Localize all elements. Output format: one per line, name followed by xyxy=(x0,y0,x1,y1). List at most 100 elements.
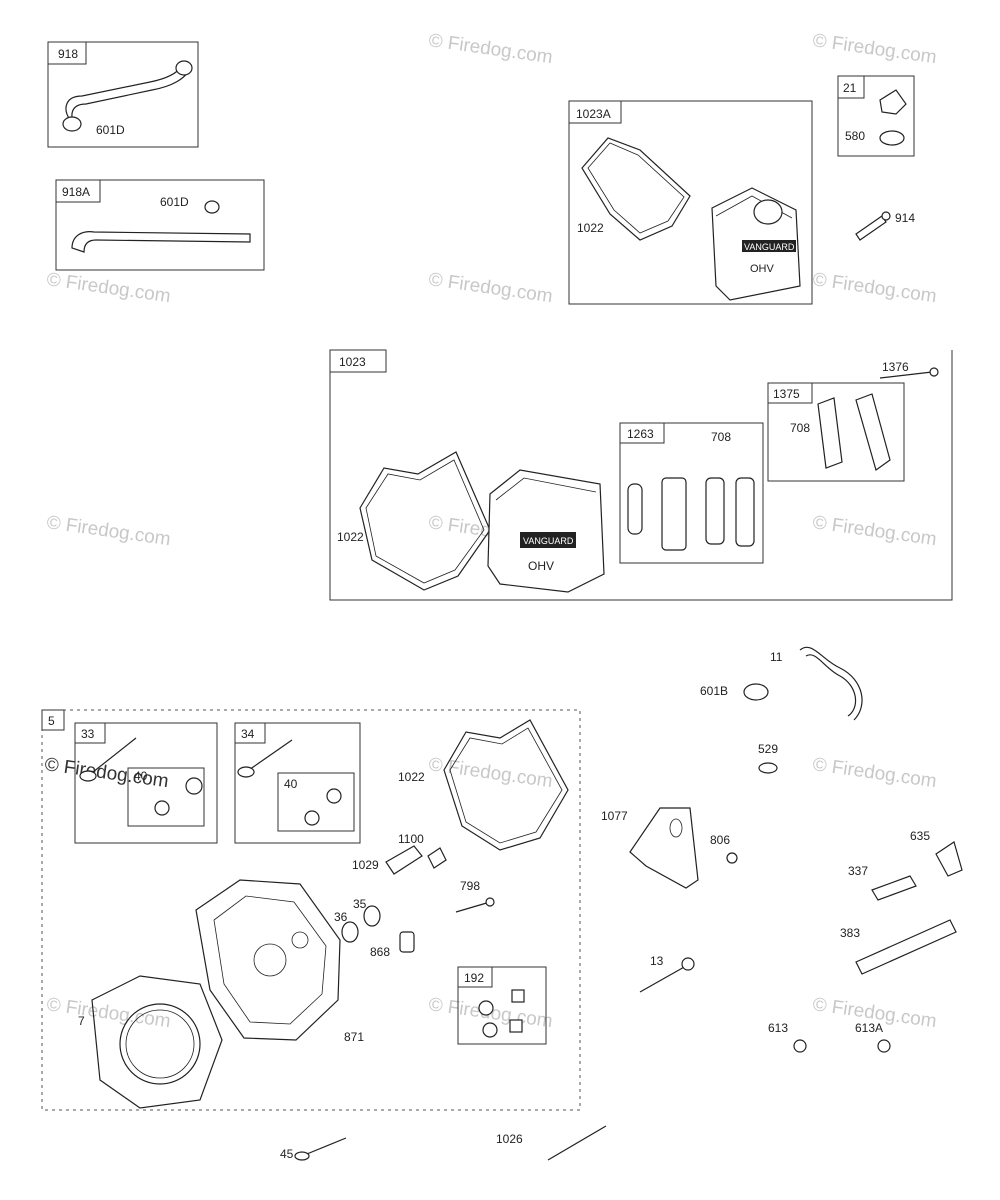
spark-plug-boot xyxy=(935,841,963,877)
rocker-nut xyxy=(427,847,447,869)
cover-brand: VANGUARD xyxy=(523,536,574,546)
gasket xyxy=(817,397,843,469)
part-1077[interactable]: 1077 xyxy=(601,807,699,889)
breather-tube xyxy=(65,65,183,121)
watermark: © Firedog.com xyxy=(811,512,938,550)
gasket xyxy=(735,477,755,547)
valve-retainer xyxy=(326,788,342,804)
group-192-label: 192 xyxy=(464,971,484,985)
label-613A: 613A xyxy=(855,1021,883,1035)
label-1029: 1029 xyxy=(352,858,379,872)
part-601B[interactable]: 601B xyxy=(700,683,769,701)
label-1022: 1022 xyxy=(337,530,364,544)
group-918A[interactable]: 918A 601D xyxy=(55,179,265,271)
cover-ohv: OHV xyxy=(750,263,775,275)
label-914: 914 xyxy=(895,211,915,225)
screw xyxy=(793,1039,807,1053)
watermark: © Firedog.com xyxy=(427,269,554,307)
spark-plug xyxy=(871,875,917,901)
bolt xyxy=(879,371,933,379)
group-33[interactable]: 33 40 xyxy=(74,722,218,844)
screw xyxy=(855,215,887,241)
part-529[interactable]: 529 xyxy=(758,742,778,774)
watermark: © Firedog.com xyxy=(45,512,172,550)
part-914[interactable]: 914 xyxy=(855,211,915,241)
group-918[interactable]: 918 601D xyxy=(47,41,199,148)
group-1263-label: 1263 xyxy=(627,427,654,441)
grommet xyxy=(758,762,778,774)
group-1375-label: 1375 xyxy=(773,387,800,401)
label-806: 806 xyxy=(710,833,730,847)
seal xyxy=(627,483,643,535)
group-33-label: 33 xyxy=(81,727,95,741)
group-918A-label: 918A xyxy=(62,185,90,199)
head-bolt xyxy=(639,965,687,993)
seal xyxy=(478,1000,494,1016)
label-1022: 1022 xyxy=(577,221,604,235)
group-1263[interactable]: 1263 708 xyxy=(619,422,764,564)
label-798: 798 xyxy=(460,879,480,893)
group-1023[interactable]: 1023 1022 VANGUARD OHV 1376 xyxy=(329,349,953,601)
label-7: 7 xyxy=(78,1014,85,1028)
valve-retainer xyxy=(185,777,203,795)
group-40-label: 40 xyxy=(284,777,298,791)
watermark: © Firedog.com xyxy=(811,754,938,792)
label-529: 529 xyxy=(758,742,778,756)
valve-spring xyxy=(341,921,359,943)
label-1376: 1376 xyxy=(882,360,909,374)
breather-plate xyxy=(855,393,891,471)
group-5[interactable]: 5 33 40 34 40 1022 xyxy=(41,709,581,1111)
valve-cover xyxy=(487,469,605,593)
hose-clamp xyxy=(743,683,769,701)
label-13: 13 xyxy=(650,954,664,968)
part-383[interactable]: 383 xyxy=(840,919,957,975)
label-635: 635 xyxy=(910,829,930,843)
part-1026[interactable]: 1026 xyxy=(496,1125,607,1161)
group-21[interactable]: 21 580 xyxy=(837,75,915,157)
group-1023-label: 1023 xyxy=(339,355,366,369)
label-868: 868 xyxy=(370,945,390,959)
intake-valve xyxy=(87,737,137,777)
part-613[interactable]: 613 xyxy=(768,1021,807,1053)
watermark: © Firedog.com xyxy=(811,269,938,307)
label-1026: 1026 xyxy=(496,1132,523,1146)
oil-fill-cap xyxy=(879,89,907,115)
label-708: 708 xyxy=(711,430,731,444)
bracket xyxy=(629,807,699,889)
watermark: © Firedog.com xyxy=(811,30,938,68)
label-35: 35 xyxy=(353,897,367,911)
part-613A[interactable]: 613A xyxy=(855,1021,891,1053)
group-34-label: 34 xyxy=(241,727,255,741)
group-192[interactable]: 192 xyxy=(457,966,547,1045)
push-rod xyxy=(547,1125,607,1161)
group-1375[interactable]: 1375 708 xyxy=(767,382,905,482)
push-rod xyxy=(301,1137,347,1157)
rocker-stud xyxy=(455,901,491,913)
rocker-arm xyxy=(385,845,423,875)
part-45[interactable]: 45 xyxy=(280,1137,347,1161)
valve-keeper xyxy=(154,800,170,816)
label-1077: 1077 xyxy=(601,809,628,823)
breather-tube xyxy=(71,231,251,253)
seal xyxy=(509,1019,523,1033)
cylinder-head-gasket xyxy=(91,975,223,1109)
o-ring xyxy=(879,130,905,146)
label-871: 871 xyxy=(344,1030,364,1044)
label-601D: 601D xyxy=(160,195,189,209)
group-1023A[interactable]: 1023A 1022 VANGUARD OHV xyxy=(568,100,813,305)
group-34[interactable]: 34 40 xyxy=(234,722,361,844)
part-635[interactable]: 635 xyxy=(910,829,963,877)
part-806[interactable]: 806 xyxy=(710,833,738,864)
label-1022: 1022 xyxy=(398,770,425,784)
ignition-armature xyxy=(855,919,957,975)
breather-body xyxy=(661,477,687,551)
cover-ohv: OHV xyxy=(528,559,554,573)
part-13[interactable]: 13 xyxy=(639,954,695,993)
label-708: 708 xyxy=(790,421,810,435)
label-45: 45 xyxy=(280,1147,294,1161)
valve-cover-gasket xyxy=(581,137,691,241)
part-337[interactable]: 337 xyxy=(848,864,917,901)
group-5-label: 5 xyxy=(48,714,55,728)
part-11[interactable]: 11 xyxy=(770,646,863,721)
